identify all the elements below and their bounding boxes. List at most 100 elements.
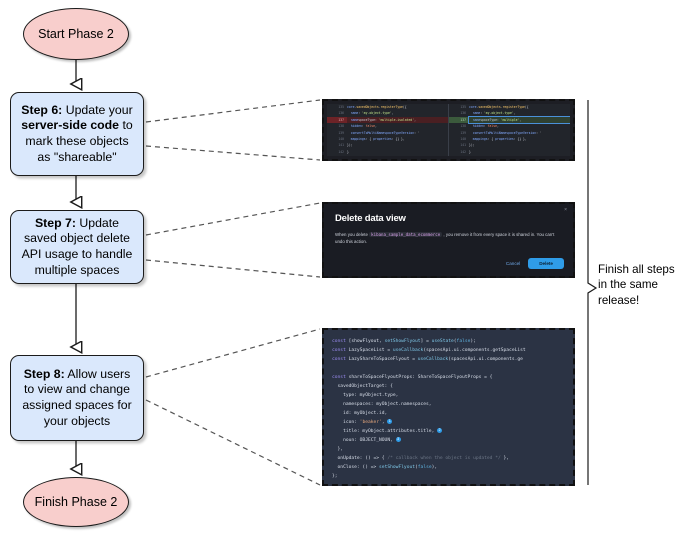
- node-start-label: Start Phase 2: [38, 27, 114, 41]
- diff-line-text: core.savedObjects.registerType({: [469, 105, 529, 109]
- node-finish-label: Finish Phase 2: [34, 495, 118, 509]
- code-line: onClose: () => setShowFlyout(false),: [332, 465, 438, 470]
- code-line: };: [332, 474, 338, 479]
- diff-line-number: 137: [327, 116, 347, 124]
- diff-line-text: mappings: { properties: {} },: [350, 136, 405, 141]
- diff-line-number: 136: [338, 111, 344, 116]
- callout-step8-bottom: [145, 399, 321, 486]
- diff-line: 142}: [327, 149, 448, 155]
- diff-line: 139 convertToMultiNamespaceTypeVersion: …: [327, 130, 448, 136]
- diff-line-text: namespaceType: 'multiple-isolated',: [350, 117, 416, 122]
- diff-line-number: 138: [338, 124, 344, 129]
- diff-line-text: hidden: false,: [350, 124, 377, 129]
- diff-line-number: 141: [338, 143, 344, 148]
- step-6-bold2: server-side code: [21, 118, 120, 133]
- diff-line-text: }: [347, 149, 349, 154]
- dialog-title: Delete data view: [335, 213, 406, 224]
- code-line: const [showFlyout, setShowFlyout] = useS…: [332, 339, 476, 344]
- diff-line-text: convertToMultiNamespaceTypeVersion: ': [472, 130, 542, 135]
- code-line: title: myObject.attributes.title, 2: [332, 428, 443, 434]
- code-line: noun: OBJECT_NOUN, 3: [332, 437, 401, 443]
- step-6-bold: Step 6:: [21, 102, 63, 117]
- diff-line-number: 140: [338, 136, 344, 141]
- bracket-note-label: Finish all steps in the same release!: [598, 263, 675, 307]
- dialog-body-after: , you remove it from every space it is s…: [335, 232, 555, 244]
- diff-line-text: name: 'my-object-type',: [350, 111, 394, 116]
- diff-line-text: name: 'my-object-type',: [472, 111, 516, 116]
- node-step-6-label: Step 6: Update your server-side code to …: [18, 103, 136, 166]
- step-8-bold: Step 8:: [23, 366, 65, 381]
- node-step-7-label: Step 7: Update saved object delete API u…: [18, 216, 136, 279]
- node-finish-phase-2[interactable]: Finish Phase 2: [23, 477, 129, 527]
- diff-line-number: 139: [460, 130, 466, 135]
- node-step-8[interactable]: Step 8: Allow users to view and change a…: [10, 355, 144, 441]
- diff-line-number: 140: [460, 136, 466, 141]
- node-step-8-label: Step 8: Allow users to view and change a…: [18, 367, 136, 430]
- diff-line-text: });: [469, 143, 475, 148]
- close-icon[interactable]: ×: [564, 207, 567, 213]
- data-view-name-code: kibana_sample_data_ecommerce: [369, 232, 443, 237]
- diff-line: 141});: [327, 142, 448, 148]
- diff-line-text: });: [347, 143, 353, 148]
- diff-line-text: mappings: { properties: {} },: [472, 136, 527, 141]
- annotation-badge: 3: [395, 437, 401, 442]
- diff-line-text: }: [469, 149, 471, 154]
- code-line: savedObjectTarget: {: [332, 384, 393, 389]
- diff-line-number: 142: [338, 149, 344, 154]
- code-line: [332, 364, 565, 373]
- diff-line: 137 namespaceType: 'multiple',: [449, 116, 570, 124]
- diff-line: 137 namespaceType: 'multiple-isolated',: [327, 116, 448, 124]
- diff-line-number: 141: [460, 143, 466, 148]
- code-line: id: myObject.id,: [332, 411, 388, 416]
- step-6-text2: to mark these objects as "shareable": [25, 118, 133, 164]
- code-block: const [showFlyout, setShowFlyout] = useS…: [324, 330, 573, 484]
- grouping-bracket: [587, 100, 598, 485]
- code-line: const LazySpaceList = useCallback(spaces…: [332, 348, 526, 353]
- diff-line-number: 136: [460, 111, 466, 116]
- diff-line: 136 name: 'my-object-type',: [449, 110, 570, 116]
- diff-line-text: core.savedObjects.registerType({: [347, 105, 407, 109]
- node-step-7[interactable]: Step 7: Update saved object delete API u…: [10, 210, 144, 284]
- annotation-badge: 1: [387, 419, 393, 424]
- cancel-button[interactable]: Cancel: [505, 260, 521, 266]
- node-step-6[interactable]: Step 6: Update your server-side code to …: [10, 92, 144, 176]
- dialog-actions: Cancel Delete: [505, 257, 564, 269]
- callout-step6-bottom: [145, 145, 321, 161]
- diff-line: 138 hidden: false,: [449, 123, 570, 129]
- callout-step7-bottom: [145, 259, 321, 278]
- dialog-body: When you delete kibana_sample_data_ecomm…: [335, 231, 562, 245]
- step-7-bold: Step 7:: [34, 215, 76, 230]
- delete-button[interactable]: Delete: [528, 257, 564, 269]
- diff-line: 141});: [449, 142, 570, 148]
- step-8-text: Allow users to view and change assigned …: [22, 366, 132, 428]
- node-start-phase-2[interactable]: Start Phase 2: [23, 8, 129, 60]
- screenshot-flyout-code: const [showFlyout, setShowFlyout] = useS…: [322, 328, 575, 486]
- diff-line-text: convertToMultiNamespaceTypeVersion: ': [350, 130, 420, 135]
- code-line: icon: 'beaker', 1: [332, 419, 393, 425]
- diff-line-number: 135: [338, 105, 344, 109]
- diff-line-number: 137: [449, 116, 469, 124]
- delete-data-view-dialog: × Delete data view When you delete kiban…: [324, 204, 573, 276]
- diff-line: 136 name: 'my-object-type',: [327, 110, 448, 116]
- step-6-text: Update your: [62, 102, 133, 117]
- code-line: onUpdate: () => { /* callback when the o…: [332, 456, 510, 461]
- callout-step6-top: [145, 99, 321, 123]
- diff-line-number: 142: [460, 149, 466, 154]
- diff-line-number: 139: [338, 130, 344, 135]
- diff-line: 140 mappings: { properties: {} },: [327, 136, 448, 142]
- diff-line: 140 mappings: { properties: {} },: [449, 136, 570, 142]
- code-line: },: [332, 447, 344, 452]
- diff-line: 139 convertToMultiNamespaceTypeVersion: …: [449, 130, 570, 136]
- diff-line: 138 hidden: false,: [327, 123, 448, 129]
- code-line: type: myObject.type,: [332, 393, 399, 398]
- diff-line-number: 138: [460, 124, 466, 129]
- code-line: const shareToSpaceFlyoutProps: ShareToSp…: [332, 375, 493, 380]
